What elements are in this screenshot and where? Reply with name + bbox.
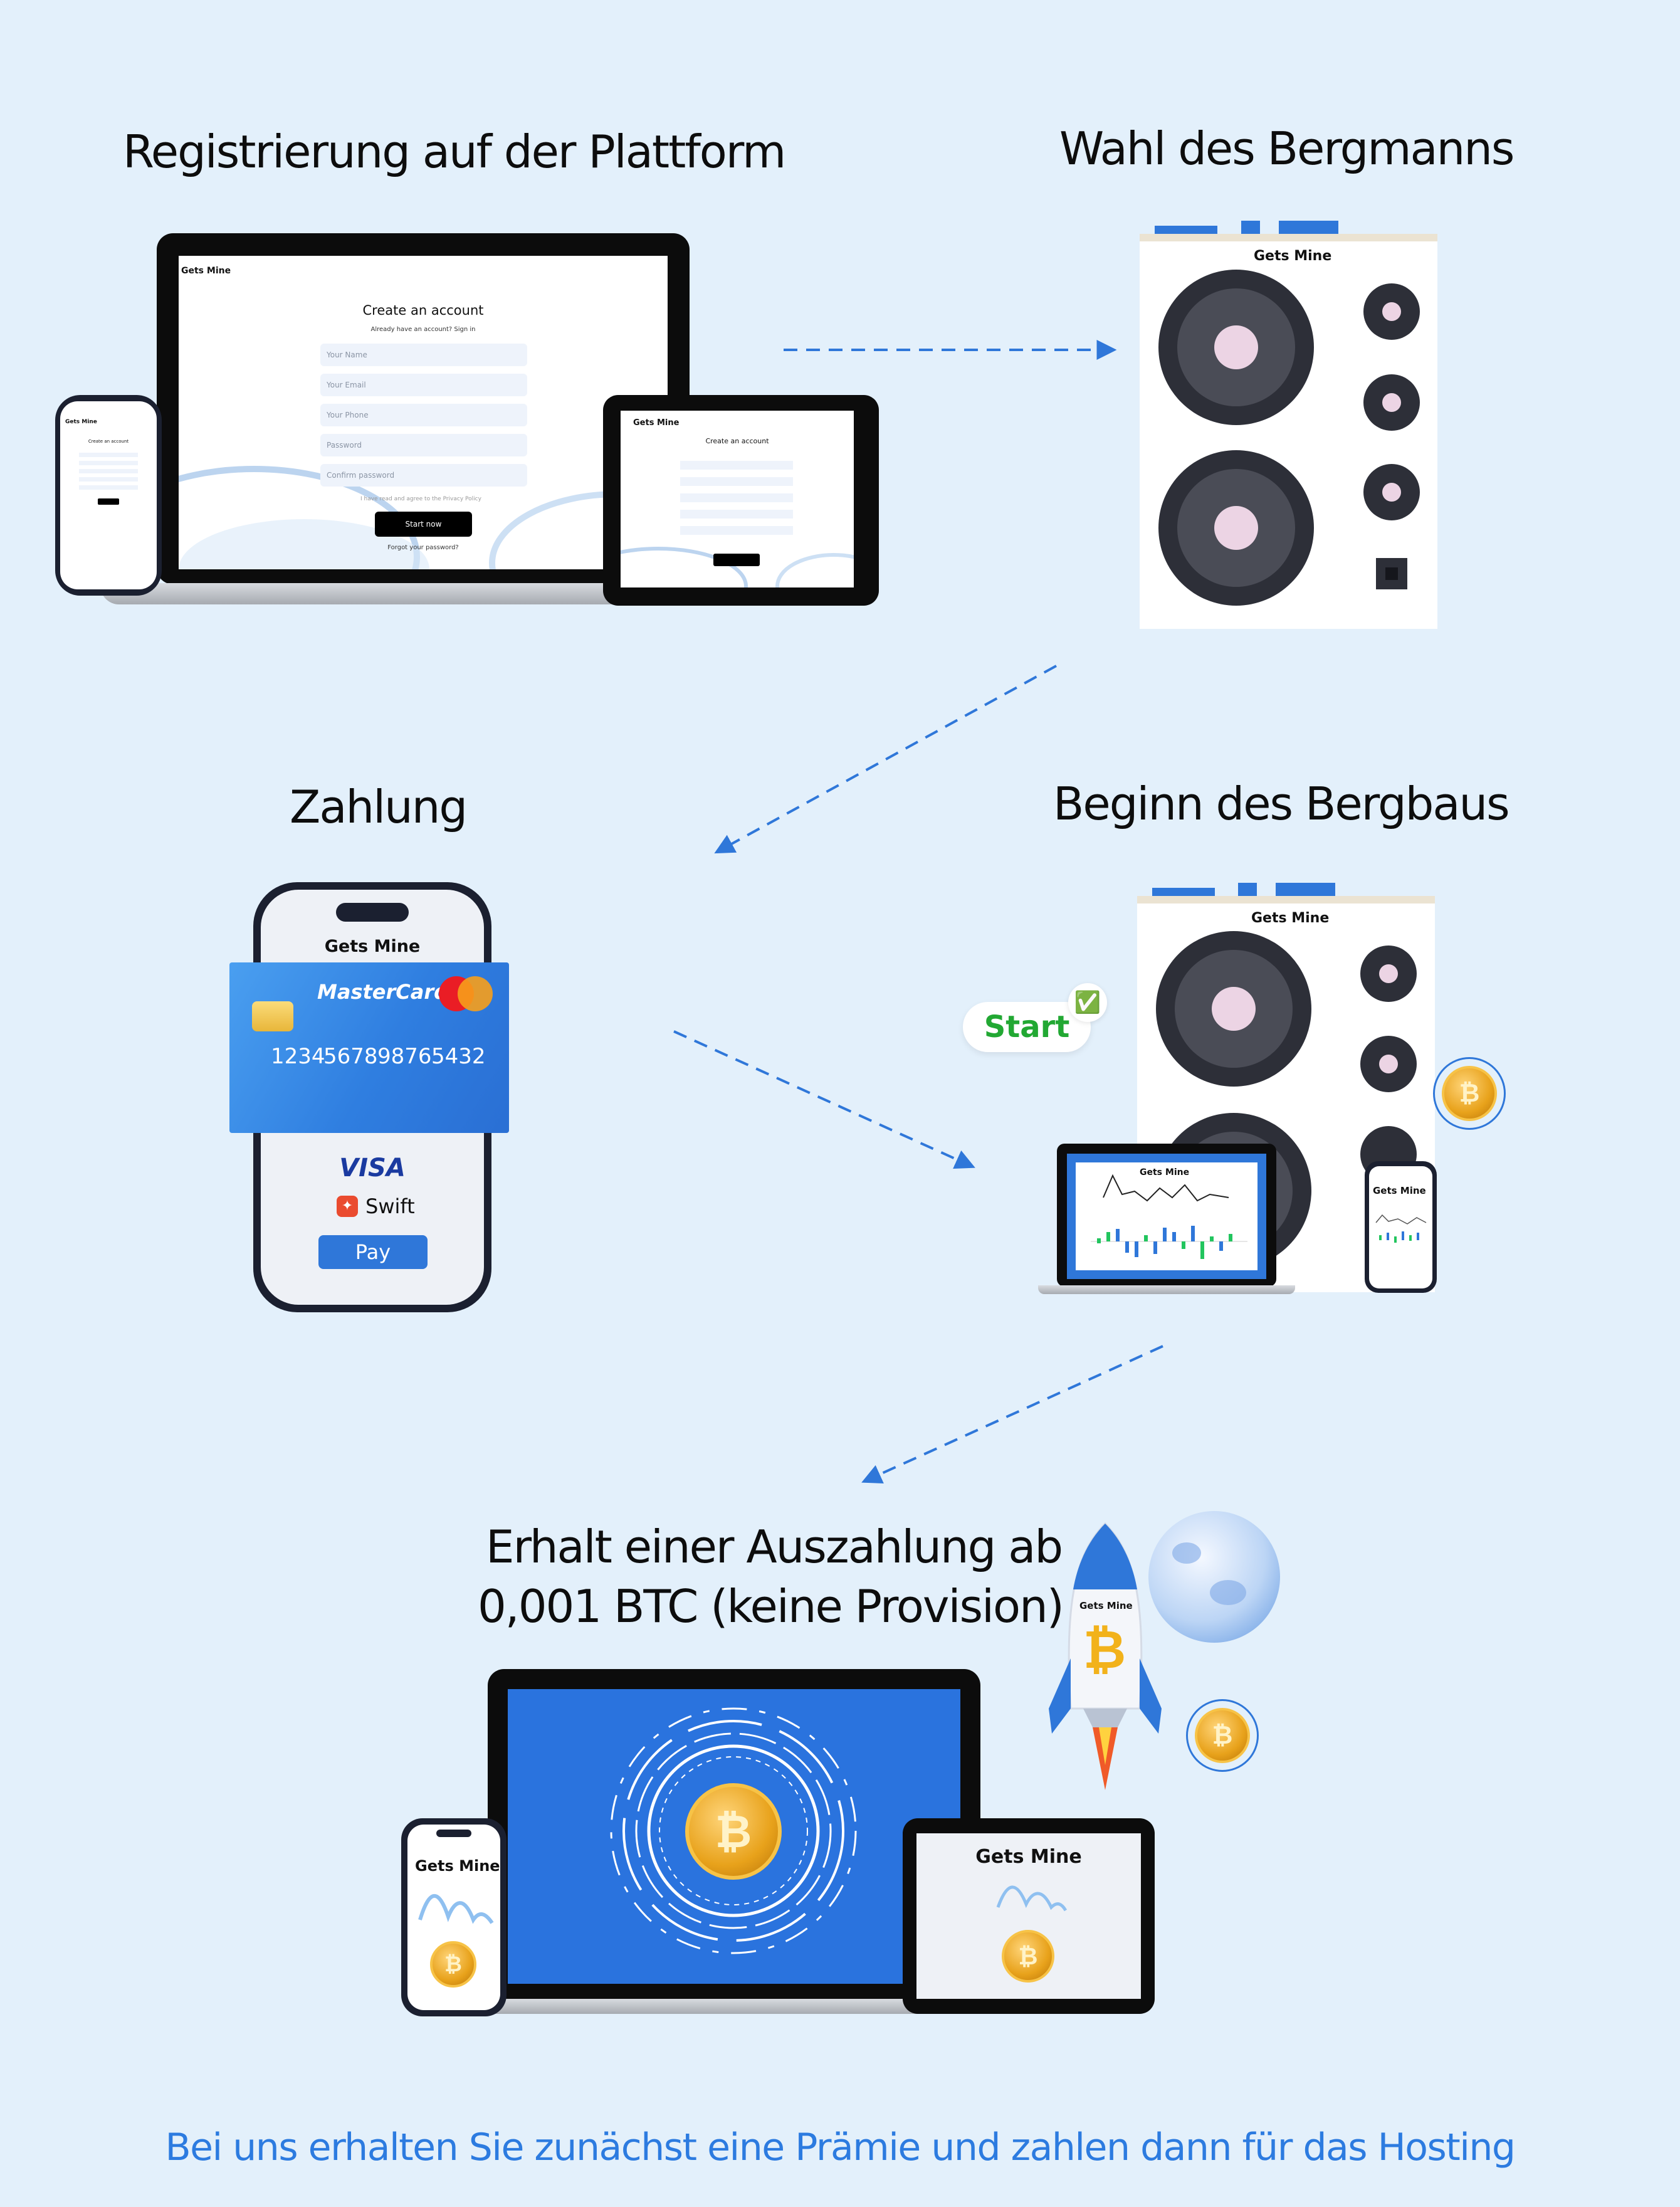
forgot-password-link[interactable]: Forgot your password? <box>387 544 459 551</box>
rocket-brand-logo: Gets Mine <box>1079 1600 1133 1611</box>
card-chip-icon <box>252 1001 293 1031</box>
miner-brand-logo: Gets Mine <box>1251 910 1330 926</box>
arrow-miner-to-payment <box>714 665 1057 854</box>
payout-tablet-screen: Gets Mine ₿ <box>916 1833 1141 1999</box>
arrow-payment-to-mining <box>673 1030 975 1169</box>
heading-payout-line2: 0,001 BTC (keine Provision) <box>478 1580 1064 1633</box>
heading-miner-choice: Wahl des Bergmanns <box>1059 122 1515 175</box>
tablet-brand-logo: Gets Mine <box>975 1846 1082 1868</box>
heading-registration: Registrierung auf der Plattform <box>123 125 786 178</box>
moon-icon <box>1148 1511 1280 1643</box>
card-number-1: 1234 <box>271 1044 325 1069</box>
payout-bitcoin-coin-icon: ₿ <box>685 1783 782 1880</box>
bitcoin-coin-icon: ₿ <box>1195 1708 1250 1763</box>
bitcoin-coin-icon: ₿ <box>1002 1930 1054 1983</box>
swift-label: Swift <box>365 1194 415 1218</box>
bitcoin-coin-icon: ₿ <box>430 1941 476 1988</box>
signup-title: Create an account <box>705 437 769 445</box>
name-field[interactable]: Your Name <box>320 344 527 366</box>
visa-logo: VISA <box>339 1154 406 1183</box>
brand-logo: Gets Mine <box>65 419 97 425</box>
payout-phone-screen: Gets Mine ₿ <box>407 1825 500 2010</box>
rocket-icon <box>1049 1522 1162 1790</box>
signup-title: Create an account <box>362 303 484 318</box>
payment-brand-logo: Gets Mine <box>324 937 421 956</box>
rocket-bitcoin-icon: ₿ <box>1083 1619 1126 1680</box>
heading-mining-start: Beginn des Bergbaus <box>1053 777 1510 830</box>
check-icon: ✅ <box>1068 983 1107 1022</box>
swift-icon: ✦ <box>337 1196 358 1217</box>
email-field[interactable]: Your Email <box>320 374 527 396</box>
phone-field[interactable]: Your Phone <box>320 404 527 426</box>
laptop-signup-screen: Gets Mine Create an account Already have… <box>179 256 668 569</box>
phone-brand-logo: Gets Mine <box>1373 1185 1426 1196</box>
heading-payout-line1: Erhalt einer Auszahlung ab <box>486 1520 1063 1573</box>
brand-logo: Gets Mine <box>633 418 680 428</box>
confirm-password-field[interactable]: Confirm password <box>320 464 527 487</box>
card-number-2: 5678 <box>323 1044 378 1069</box>
start-now-button[interactable]: Start now <box>375 512 472 537</box>
tablet-signup-screen: Gets Mine Create an account <box>621 411 854 587</box>
dashboard-brand-logo: Gets Mine <box>1140 1167 1190 1177</box>
mining-phone-screen: Gets Mine <box>1369 1166 1432 1288</box>
brand-logo: Gets Mine <box>181 266 231 276</box>
card-number-4: 5432 <box>431 1044 486 1069</box>
phone-notch <box>336 903 409 922</box>
phone-brand-logo: Gets Mine <box>415 1857 500 1875</box>
heading-payment: Zahlung <box>290 781 468 833</box>
arrow-mining-to-payout <box>861 1345 1163 1484</box>
signup-subtitle: Already have an account? Sign in <box>370 326 476 333</box>
bitcoin-coin-icon: ₿ <box>1442 1066 1497 1121</box>
phone-signup-screen: Gets Mine Create an account <box>60 401 157 589</box>
pay-button[interactable]: Pay <box>318 1235 428 1269</box>
footer-tagline: Bei uns erhalten Sie zunächst eine Prämi… <box>165 2125 1516 2169</box>
bitcoin-rings-icon <box>610 1707 857 1954</box>
mastercard-card[interactable]: MasterCard 1234 5678 9876 5432 <box>229 962 509 1133</box>
privacy-consent[interactable]: I have read and agree to the Privacy Pol… <box>360 496 481 502</box>
signup-title: Create an account <box>88 439 129 444</box>
mining-chart-icon <box>1091 1174 1247 1259</box>
card-number-3: 9876 <box>377 1044 432 1069</box>
card-brand: MasterCard <box>317 980 449 1004</box>
miner-brand-logo: Gets Mine <box>1254 248 1332 264</box>
password-field[interactable]: Password <box>320 434 527 456</box>
